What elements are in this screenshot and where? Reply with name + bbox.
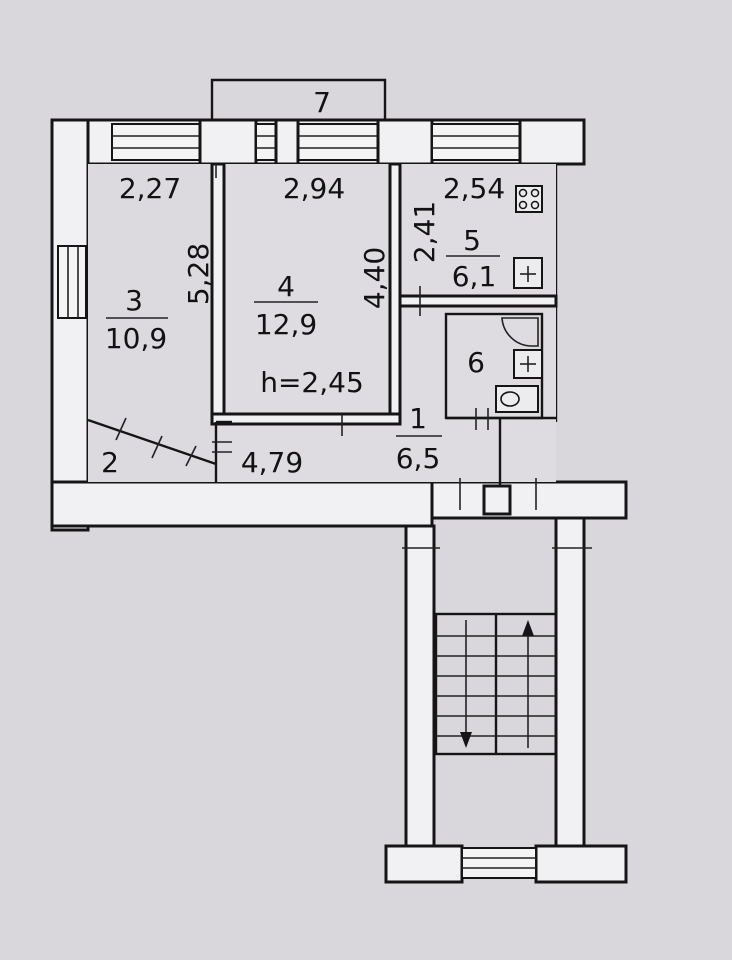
dimension-2-41: 2,41 [408, 201, 441, 263]
stairwell [384, 478, 628, 884]
partitions [87, 162, 558, 486]
room-5-number: 5 [463, 224, 481, 257]
dimension-2-27: 2,27 [119, 172, 181, 205]
room-3-area: 10,9 [105, 322, 167, 355]
room-3-number: 3 [125, 284, 143, 317]
toilet-icon [495, 385, 539, 413]
dimension-4-40: 4,40 [358, 247, 391, 309]
room-1-area: 6,5 [396, 442, 441, 475]
balcony [210, 78, 387, 120]
dimension-2-54: 2,54 [443, 172, 505, 205]
arrow-down-icon [460, 732, 472, 748]
room-5-area: 6,1 [452, 260, 497, 293]
room-4-area: 12,9 [255, 308, 317, 341]
bathtub-icon [501, 317, 539, 347]
windows [57, 118, 586, 319]
stove-icon [515, 185, 543, 213]
arrow-up-icon [522, 620, 534, 636]
dimension-5-28: 5,28 [182, 243, 215, 305]
room-6-number: 6 [467, 346, 485, 379]
room-4-number: 4 [277, 270, 295, 303]
labels: 7 2,27 2,94 2,54 5,28 4,40 2,41 3 10,9 4… [101, 86, 505, 479]
fixtures [495, 185, 543, 413]
dimension-2-94: 2,94 [283, 172, 345, 205]
room-7-number: 7 [313, 86, 331, 119]
dimension-4-79: 4,79 [241, 446, 303, 479]
room-2-number: 2 [101, 446, 119, 479]
room-1-number: 1 [409, 402, 427, 435]
ceiling-height: h=2,45 [260, 366, 364, 399]
